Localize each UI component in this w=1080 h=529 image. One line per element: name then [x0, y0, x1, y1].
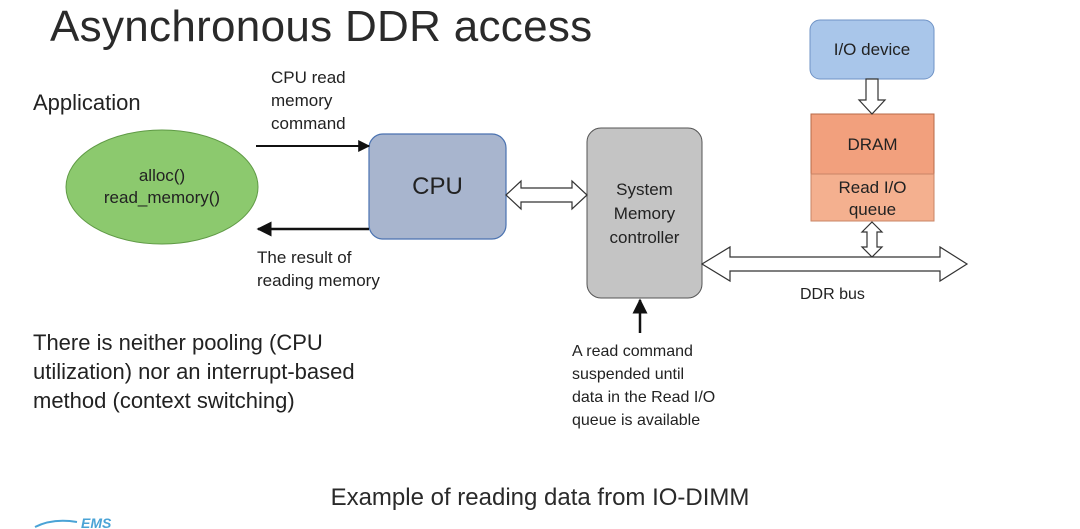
- io-device-label: I/O device: [833, 39, 911, 59]
- cpu-read-command-label: CPU read memory command: [271, 68, 346, 133]
- ddr-bus-label: DDR bus: [800, 286, 865, 303]
- read-result-label: The result of reading memory: [257, 248, 380, 290]
- io-to-dram-arrow: [857, 78, 887, 115]
- ems-logo-mark: EMS: [34, 515, 112, 529]
- dram-box: [810, 113, 935, 175]
- cpu-controller-double-arrow: [505, 179, 588, 211]
- svg-text:EMS: EMS: [81, 515, 112, 529]
- suspended-command-label: A read command suspended until data in t…: [572, 343, 716, 429]
- figure-caption: Example of reading data from IO-DIMM: [330, 484, 750, 511]
- queue-bus-double-arrow: [860, 221, 884, 258]
- read-io-queue-label: Read I/O queue: [838, 178, 907, 219]
- cpu-label: CPU: [412, 172, 463, 200]
- read-io-queue-box: [810, 173, 935, 222]
- dram-label: DRAM: [847, 135, 898, 154]
- app-functions-text: alloc() read_memory(): [103, 166, 221, 207]
- memory-controller-box: [586, 127, 703, 299]
- application-ellipse: [65, 129, 259, 245]
- ems-logo: EMS: [33, 514, 123, 529]
- cpu-box: [368, 133, 507, 240]
- note-text: There is neither pooling (CPU utilizatio…: [33, 330, 355, 413]
- ddr-bus-arrow: [700, 245, 969, 283]
- slide-title: Asynchronous DDR access: [50, 2, 593, 51]
- application-label: Application: [33, 90, 141, 115]
- memory-controller-label: System Memory controller: [609, 180, 680, 247]
